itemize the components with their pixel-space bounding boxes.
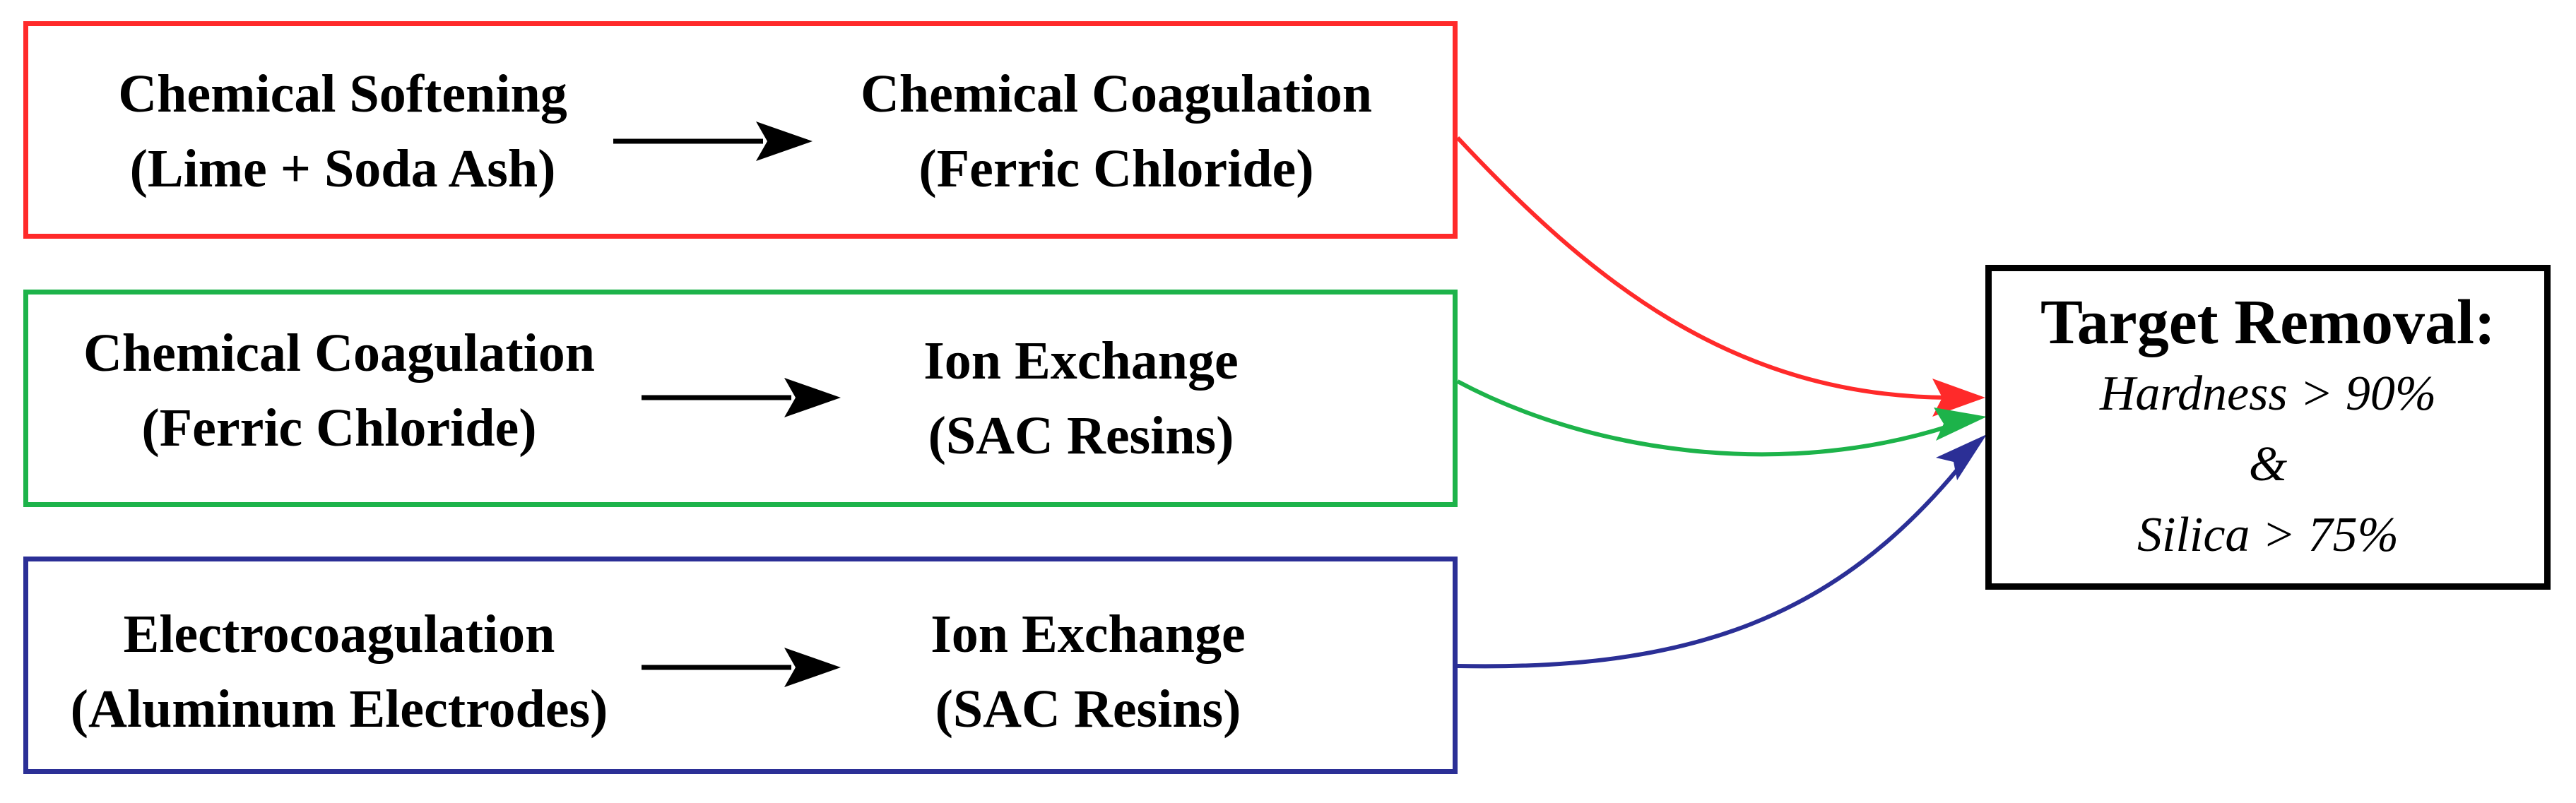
pathway-box-green bbox=[23, 290, 1458, 507]
pathway-1-from-line1: Chemical Softening bbox=[118, 64, 567, 124]
pathway-3-from-line1: Electrocoagulation bbox=[123, 605, 555, 664]
pathway-3-from-step: Electrocoagulation (Aluminum Electrodes) bbox=[21, 597, 657, 747]
target-title: Target Removal: bbox=[2040, 287, 2496, 357]
pathway-3-to-line1: Ion Exchange bbox=[930, 605, 1246, 664]
pathway-3-from-line2: (Aluminum Electrodes) bbox=[70, 679, 608, 739]
pathway-2-to-line1: Ion Exchange bbox=[923, 331, 1239, 391]
pathway-2-from-line1: Chemical Coagulation bbox=[83, 323, 596, 383]
pathway-1-from-line2: (Lime + Soda Ash) bbox=[129, 139, 556, 198]
pathway-1-to-line2: (Ferric Chloride) bbox=[918, 139, 1314, 198]
target-silica: Silica > 75% bbox=[2137, 508, 2399, 562]
pathway-box-red bbox=[23, 21, 1458, 239]
pathway-box-blue bbox=[23, 557, 1458, 774]
connector-blue-to-target bbox=[1457, 434, 1987, 669]
pathway-2-from-line2: (Ferric Chloride) bbox=[141, 398, 537, 458]
pathway-2-to-line2: (SAC Resins) bbox=[928, 406, 1234, 465]
pathway-3-to-step: Ion Exchange (SAC Resins) bbox=[770, 597, 1406, 747]
pathway-1-to-line1: Chemical Coagulation bbox=[860, 64, 1373, 124]
pathway-3-to-line2: (SAC Resins) bbox=[935, 679, 1241, 739]
pathway-1-from-step: Chemical Softening (Lime + Soda Ash) bbox=[25, 56, 661, 206]
pathway-2-from-step: Chemical Coagulation (Ferric Chloride) bbox=[21, 316, 657, 465]
connector-red-to-target bbox=[1455, 136, 1985, 417]
connector-green-to-target bbox=[1456, 379, 1987, 457]
pathway-2-to-step: Ion Exchange (SAC Resins) bbox=[763, 323, 1399, 473]
target-removal-box: Target Removal: Hardness > 90% & Silica … bbox=[1985, 265, 2551, 590]
pathway-1-to-step: Chemical Coagulation (Ferric Chloride) bbox=[798, 56, 1434, 206]
target-hardness: Hardness > 90% bbox=[2099, 367, 2437, 421]
target-ampersand: & bbox=[2248, 437, 2288, 492]
